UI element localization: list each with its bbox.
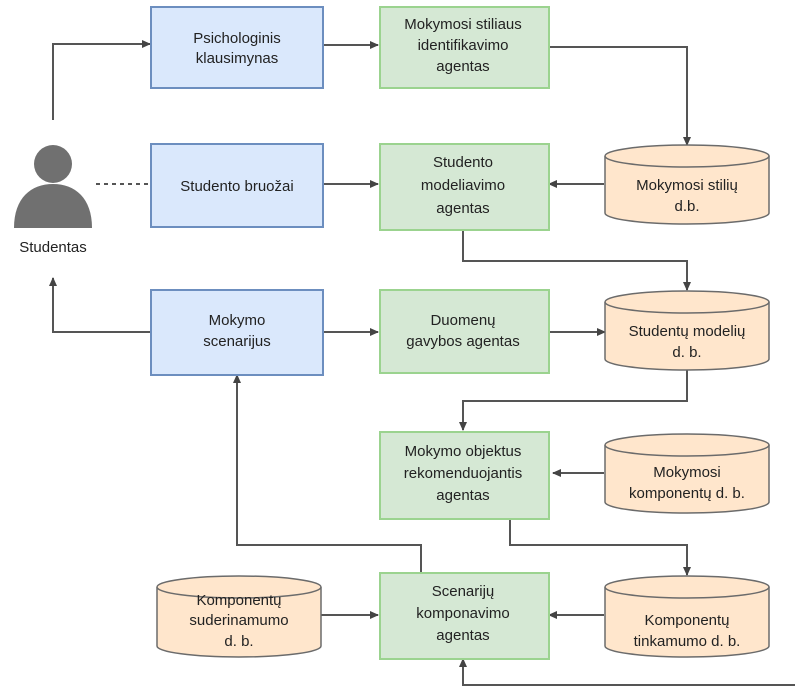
arrow-studentas-to-klausimynas [52,40,151,120]
db-label-line: tinkamumo d. b. [634,633,741,650]
db-label-line: d.b. [674,198,699,215]
connectors [49,40,795,686]
node-label-line: Mokymo [209,312,266,329]
db-komponentu-tinkamumo: Komponentų tinkamumo d. b. [604,575,770,658]
db-label-line: suderinamumo [189,612,288,629]
db-label-line: Studentų modelių [629,323,746,340]
node-label-line: agentas [436,487,489,504]
db-label-line: komponentų d. b. [629,485,745,502]
node-scenariju-komponavimo-agentas: Scenarijų komponavimo agentas [379,572,550,660]
db-label-line: Mokymosi stilių [636,177,738,194]
node-label-line: Mokymo objektus [405,443,522,460]
db-mokymosi-stiliu: Mokymosi stilių d.b. [604,144,770,225]
arrow-modeliavimo-agentas-to-modeliu-db [462,230,691,291]
node-label-line: klausimynas [196,50,279,67]
node-studento-modeliavimo-agentas: Studento modeliavimo agentas [379,143,550,231]
db-mokymosi-komponentu: Mokymosi komponentų d. b. [604,433,770,514]
node-label-line: Studento [433,154,493,171]
node-label-line: agentas [436,200,489,217]
db-komponentu-suderinamumo: Komponentų suderinamumo d. b. [156,575,322,658]
person-icon [14,145,92,228]
arrow-rekomenduojantis-agentas-to-tinkamumo-db [509,519,691,576]
node-label-line: scenarijus [203,333,271,350]
node-label-line: agentas [436,627,489,644]
student-actor: Studentas [14,145,92,256]
svg-text:Studento bruožai: Studento bruožai [180,178,293,195]
node-label-line: Duomenų [430,312,495,329]
node-label-line: identifikavimo [418,37,509,54]
actor-label: Studentas [19,239,87,256]
arrow-stiliaus-agentas-to-stiliu-db [545,46,691,146]
node-label-line: agentas [436,58,489,75]
arrow-scenarijus-to-studentas [49,277,150,333]
db-label-line: Komponentų [196,592,281,609]
node-label-line: Psichologinis [193,30,281,47]
node-stiliaus-identifikavimo-agentas: Mokymosi stiliaus identifikavimo agentas [379,6,550,89]
node-studento-bruozai: Studento bruožai [150,143,324,228]
node-label-line: Mokymosi stiliaus [404,16,522,33]
db-label-line: Mokymosi [653,464,721,481]
arrow-komponavimo-agentas-to-scenarijus [233,374,422,573]
node-mokymo-scenarijus: Mokymo scenarijus [150,289,324,376]
db-label-line: Komponentų [644,612,729,629]
db-label-line: d. b. [224,633,253,650]
node-label-line: Studento bruožai [180,178,293,195]
arrow-modeliu-db-to-rekomenduojantis-agentas [459,370,688,431]
arrow-feedback-to-komponavimo-agentas [459,658,795,686]
db-label-line: d. b. [672,344,701,361]
node-label-line: Scenarijų [432,583,495,600]
node-label-line: rekomenduojantis [404,465,522,482]
node-label-line: gavybos agentas [406,333,519,350]
node-duomenu-gavybos-agentas: Duomenų gavybos agentas [379,289,550,374]
node-label-line: modeliavimo [421,177,505,194]
db-studentu-modeliu: Studentų modelių d. b. [604,290,770,371]
node-mokymo-objektus-rekomenduojantis-agentas: Mokymo objektus rekomenduojantis agentas [379,431,550,520]
node-psichologinis-klausimynas: Psichologinis klausimynas [150,6,324,89]
node-label-line: komponavimo [416,605,509,622]
